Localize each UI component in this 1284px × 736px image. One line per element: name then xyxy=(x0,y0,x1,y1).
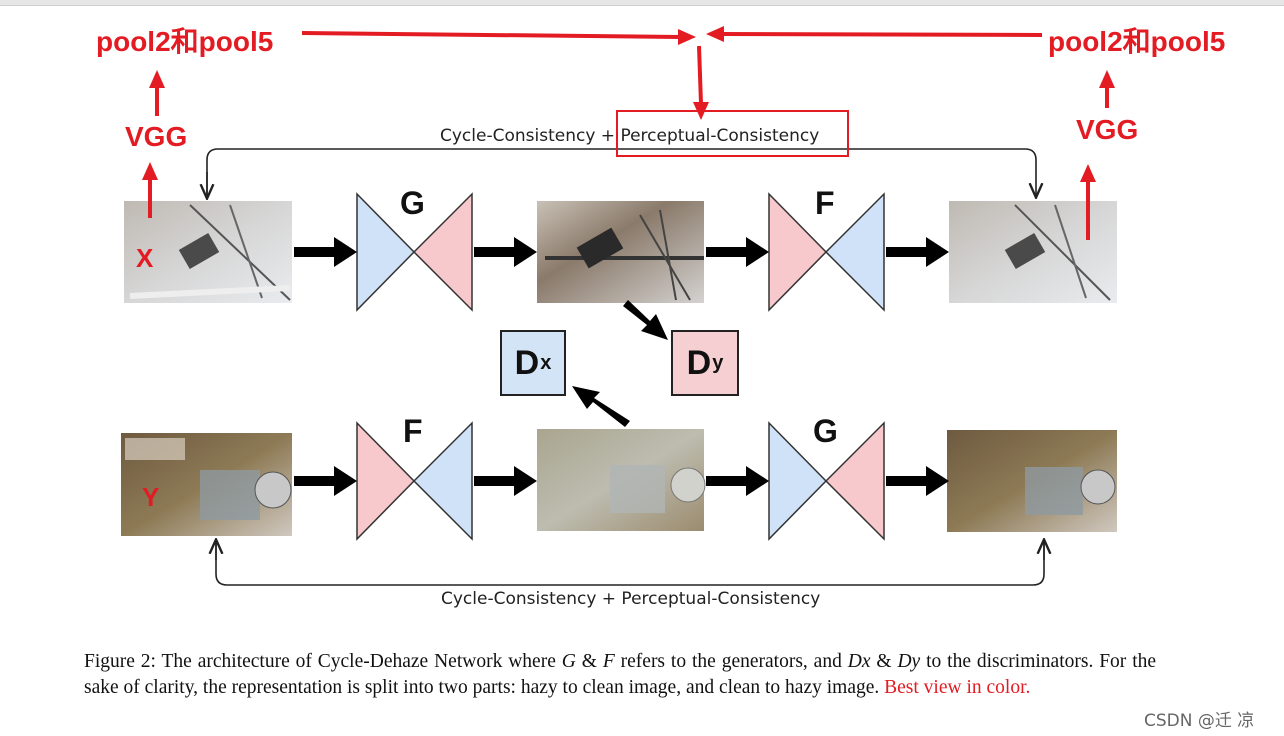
red-annotation-arrows xyxy=(142,26,1115,240)
caption-dy: Dy xyxy=(897,651,921,672)
window-top-edge xyxy=(0,0,1284,6)
cycle-consistency-text: Cycle-Consistency + xyxy=(440,126,621,146)
pool-label-right: pool2和pool5 xyxy=(1048,26,1226,57)
top-loss-loop xyxy=(206,148,1036,196)
top-loss-label: Cycle-Consistency + Perceptual-Consisten… xyxy=(440,126,819,146)
perceptual-consistency-text: Perceptual-Consistency xyxy=(620,126,820,146)
generator-g-top-label: G xyxy=(400,185,425,221)
image-reconstructed-y xyxy=(947,430,1117,532)
caption-generators: refers to the generators, and xyxy=(614,651,848,672)
x-domain-label: X xyxy=(136,243,154,273)
image-hazy-y xyxy=(537,429,706,531)
perceptual-highlight-box xyxy=(616,110,849,157)
flow-arrows xyxy=(294,237,949,496)
generator-f-bottom-label: F xyxy=(403,413,423,449)
bottom-loss-loop xyxy=(215,542,1045,586)
dy-letter: D xyxy=(686,343,712,382)
dx-letter: D xyxy=(514,343,540,382)
caption-f: F xyxy=(602,651,615,672)
dy-subscript: y xyxy=(712,351,724,374)
csdn-watermark: CSDN @迁 凉 xyxy=(1144,711,1255,731)
dx-subscript: x xyxy=(540,351,552,374)
caption-color-note: Best view in color. xyxy=(884,677,1031,698)
vgg-label-right: VGG xyxy=(1076,114,1139,145)
bottom-loss-label: Cycle-Consistency + Perceptual-Consisten… xyxy=(441,589,821,609)
figure-caption: Figure 2: The architecture of Cycle-Deha… xyxy=(84,649,1156,701)
caption-intro: Figure 2: The architecture of Cycle-Deha… xyxy=(84,651,562,672)
y-domain-label: Y xyxy=(142,482,160,512)
image-clean-y xyxy=(121,433,292,536)
caption-discriminators: to the discriminators. For the sake of c… xyxy=(84,651,1157,698)
generator-f-top-label: F xyxy=(815,185,835,221)
image-reconstructed-x xyxy=(949,201,1117,303)
vgg-label-left: VGG xyxy=(125,121,188,152)
caption-g: G xyxy=(561,651,576,672)
caption-amp-2: & xyxy=(870,651,898,672)
generator-g-bottom-label: G xyxy=(813,413,838,449)
pool-label-left: pool2和pool5 xyxy=(96,26,274,57)
image-clean-x xyxy=(537,201,704,303)
caption-dx: Dx xyxy=(847,651,871,672)
caption-amp-1: & xyxy=(575,651,603,672)
